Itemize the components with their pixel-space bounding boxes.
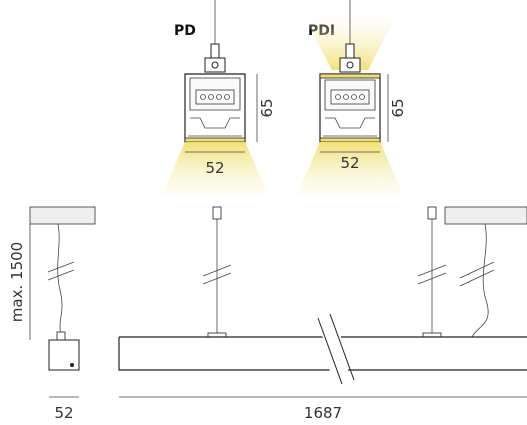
side-view: max. 1500 52 [8,206,96,422]
side-profile-end [48,339,80,371]
pdi-top-diffuser [319,73,381,79]
pdi-hanger-clip [339,57,361,73]
profile-break-mark [317,317,343,385]
pd-driver-block [195,89,235,105]
pdi-driver-block [330,89,370,105]
pd-height-value: 65 [258,98,276,117]
pd-width-value: 52 [205,159,224,177]
pdi-width-value: 52 [340,154,359,172]
luminaire-profile [118,336,527,371]
canopy-width-value: 52 [54,404,73,422]
pdi-bottom-diffuser [319,137,381,143]
pd-detail: PD 65 52 [162,0,276,195]
suspension-2-break-mark [417,264,447,277]
side-canopy [29,206,96,225]
side-cable-break-mark [47,261,75,273]
power-canopy [444,206,527,225]
pd-cable-grip [210,43,220,59]
pd-label: PD [174,23,196,39]
suspension-length-value: max. 1500 [8,242,26,322]
pdi-detail: PDI 65 52 [297,0,407,195]
power-cable-break-mark [459,261,495,279]
pd-diffuser [184,137,246,143]
front-view: 1687 [118,206,527,422]
side-cable [57,223,63,339]
suspension-1-grip [212,206,222,220]
suspension-1-break-mark [202,264,232,277]
pdi-light-beam [297,142,403,195]
power-cable [471,223,489,338]
fixture-length-value: 1687 [304,404,342,422]
pdi-cable-grip [345,43,355,59]
suspension-2-grip [427,206,437,220]
pdi-height-value: 65 [389,98,407,117]
pd-hanger-clip [204,57,226,73]
pd-light-beam [162,142,268,195]
